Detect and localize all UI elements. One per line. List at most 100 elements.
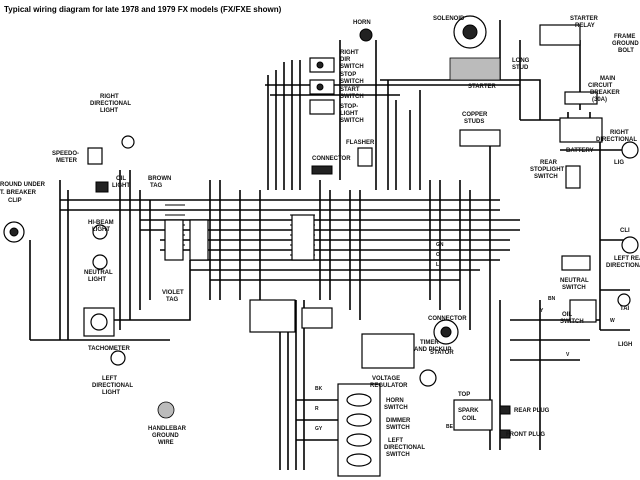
- label-dimmer-1: DIMMER: [386, 418, 411, 424]
- label-vr-2: REGULATOR: [370, 383, 408, 389]
- label-copper-1: COPPER: [462, 112, 488, 118]
- label-start-1: START: [340, 87, 360, 93]
- label-oil-light-2: LIGHT: [112, 183, 130, 189]
- label-handlebar-2: GROUND: [152, 433, 179, 439]
- diagram-title: Typical wiring diagram for late 1978 and…: [4, 5, 282, 14]
- label-lig: LIG: [614, 160, 624, 166]
- label-neutral-sw-1: NEUTRAL: [560, 278, 589, 284]
- code-gn: GN: [436, 242, 444, 248]
- flasher-symbol: [311, 147, 373, 175]
- label-timer-2: AND PICKUP: [414, 347, 451, 353]
- label-violet-1: VIOLET: [162, 290, 184, 296]
- label-connector-top: CONNECTOR: [312, 156, 351, 162]
- label-solenoid: SOLENOID: [433, 16, 465, 22]
- junction-blocks: [164, 214, 333, 333]
- label-main-3: BREAKER: [590, 90, 620, 96]
- label-rds-2: DIR: [340, 57, 351, 63]
- label-long-stud-1: LONG: [512, 58, 530, 64]
- instrument-lights: [3, 135, 135, 366]
- label-ldl-2: DIRECTIONAL: [92, 383, 133, 389]
- label-hibeam-1: HI-BEAM: [88, 220, 114, 226]
- harness-wires: [29, 20, 630, 470]
- right-handlebar-switches: [309, 57, 335, 115]
- label-main-1: MAIN: [600, 76, 615, 82]
- label-oil-sw-1: OIL: [562, 312, 572, 318]
- label-ligh: LIGH: [618, 342, 632, 348]
- label-rdl-left-2: DIRECTIONAL: [90, 101, 131, 107]
- code-v: V: [566, 352, 570, 358]
- label-battery: BATTERY: [566, 148, 594, 154]
- label-rss-1: REAR: [540, 160, 558, 166]
- label-start-2: SWITCH: [340, 94, 364, 100]
- left-handlebar-switches: [157, 383, 381, 477]
- label-stoplight-2: LIGHT: [340, 111, 358, 117]
- label-rdl-right-1: RIGHT: [610, 130, 629, 136]
- label-oil-light-1: OIL: [116, 176, 126, 182]
- label-tachometer: TACHOMETER: [88, 346, 131, 352]
- label-vr-1: VOLTAGE: [372, 376, 400, 382]
- label-starter: STARTER: [468, 84, 497, 90]
- label-starter-relay-2: RELAY: [575, 23, 595, 29]
- label-flasher: FLASHER: [346, 140, 375, 146]
- code-bn: BN: [548, 296, 556, 302]
- label-rdl-left-3: LIGHT: [100, 108, 118, 114]
- label-frame-3: BOLT: [618, 48, 634, 54]
- label-rear-plug: REAR PLUG: [514, 408, 550, 414]
- label-timer-1: TIMER: [420, 340, 439, 346]
- label-rdl-left-1: RIGHT: [100, 94, 119, 100]
- wire-color-codes: BK R GY BN W V Y BE GN O L: [315, 242, 615, 432]
- label-lrd-1: LEFT REAR: [614, 256, 640, 262]
- label-stoplight-1: STOP-: [340, 104, 358, 110]
- code-o: O: [436, 252, 440, 258]
- label-coil-1: TOP: [458, 392, 470, 398]
- label-lrd-2: DIRECTIONAL: [606, 263, 640, 269]
- label-ldl-1: LEFT: [102, 376, 117, 382]
- label-front-plug: FRONT PLUG: [506, 432, 545, 438]
- label-violet-2: TAG: [166, 297, 179, 303]
- label-handlebar-1: HANDLEBAR: [148, 426, 187, 432]
- label-stoplight-3: SWITCH: [340, 118, 364, 124]
- label-rss-2: STOPLIGHT: [530, 167, 565, 173]
- label-frame-2: GROUND: [612, 41, 639, 47]
- label-rdl-right-2: DIRECTIONAL: [596, 137, 637, 143]
- label-lds-3: SWITCH: [386, 452, 410, 458]
- right-side-lights: [561, 141, 639, 323]
- label-frame-1: FRAME: [614, 34, 635, 40]
- code-y: Y: [540, 308, 544, 314]
- label-stop-2: SWITCH: [340, 79, 364, 85]
- label-tai: TAI: [620, 306, 630, 312]
- label-ground-2: T. BREAKER: [0, 190, 37, 196]
- code-gy: GY: [315, 426, 323, 432]
- label-coil-2: SPARK: [458, 408, 479, 414]
- label-lds-2: DIRECTIONAL: [384, 445, 425, 451]
- code-bk: BK: [315, 386, 323, 392]
- label-stator: STATOR: [430, 350, 454, 356]
- label-dimmer-2: SWITCH: [386, 425, 410, 431]
- label-lds-1: LEFT: [388, 438, 403, 444]
- label-ground-1: ROUND UNDER: [0, 182, 46, 188]
- label-starter-relay-1: STARTER: [570, 16, 599, 22]
- code-be: BE: [446, 424, 454, 430]
- label-connector-mid: CONNECTOR: [428, 316, 467, 322]
- code-l: L: [436, 262, 439, 268]
- label-main-4: (30A): [592, 97, 607, 103]
- label-long-stud-2: STUD: [512, 65, 529, 71]
- label-brown-1: BROWN: [148, 176, 171, 182]
- label-horn: HORN: [353, 20, 371, 26]
- code-w: W: [610, 318, 615, 324]
- horn-symbol: [359, 28, 373, 42]
- label-hibeam-2: LIGHT: [92, 227, 110, 233]
- label-ground-3: CLIP: [8, 198, 22, 204]
- code-r: R: [315, 406, 319, 412]
- charging-ignition: [361, 319, 511, 439]
- label-neutral-2: LIGHT: [88, 277, 106, 283]
- label-speedo-2: METER: [56, 158, 78, 164]
- label-cli: CLI: [620, 228, 630, 234]
- label-main-2: CIRCUIT: [588, 83, 613, 89]
- label-handlebar-3: WIRE: [158, 440, 174, 446]
- label-horn-sw-1: HORN: [386, 398, 404, 404]
- label-neutral-1: NEUTRAL: [84, 270, 113, 276]
- copper-studs: [459, 129, 581, 189]
- label-oil-sw-2: SWITCH: [560, 319, 584, 325]
